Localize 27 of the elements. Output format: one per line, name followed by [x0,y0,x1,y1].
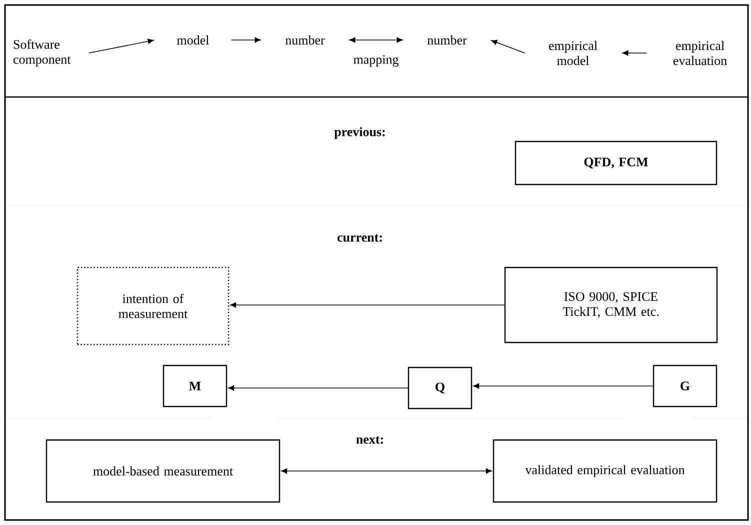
arrow [473,383,654,389]
term-text: empirical model [548,40,598,66]
arrow [491,40,526,54]
edge-label: mapping [354,55,399,67]
section-label: next: [356,436,383,444]
method-box: QFD, FCM [514,140,718,186]
section-label: current: [337,234,382,242]
section-label: previous: [334,127,385,139]
arrow [349,37,403,43]
process-box: model-based measurement [46,439,280,503]
process-box: validated empirical evaluation [492,439,718,503]
standards-box: ISO 9000, SPICE TickIT, CMM etc. [504,266,718,344]
letter-box: Q [408,366,472,410]
term-text: empirical evaluation [673,40,727,66]
arrow [228,385,408,391]
arrow [88,38,154,54]
letter-box: G [652,364,718,408]
letter-box: M [162,364,228,408]
intention-box: intention of measurement [76,266,230,346]
term-text: number [285,35,325,45]
arrow [622,50,648,56]
term-text: number [427,35,467,45]
arrow [230,37,261,43]
term-text: Software component [14,40,71,66]
arrow [281,468,492,474]
term-text: model [177,35,209,45]
arrow [230,302,505,308]
